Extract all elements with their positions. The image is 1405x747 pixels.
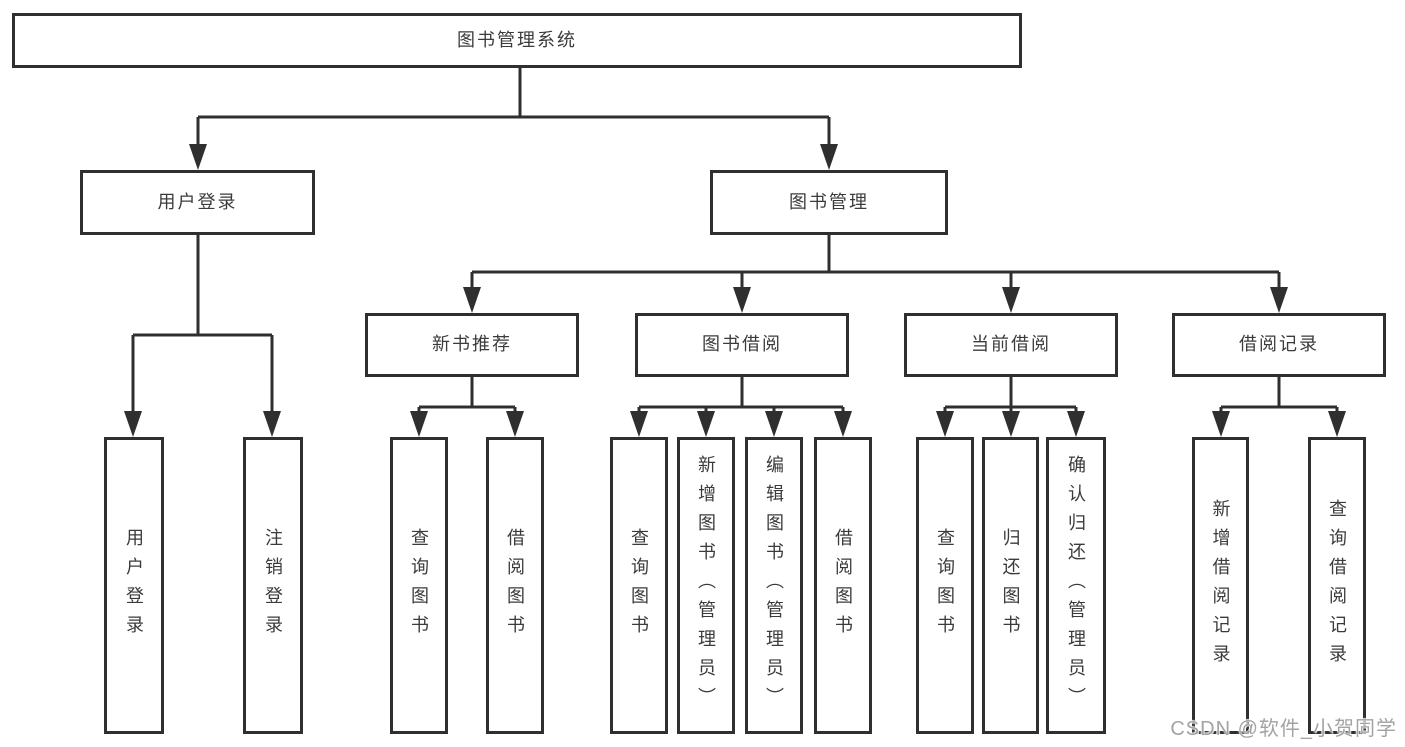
arrowhead-icon bbox=[630, 411, 648, 437]
arrowhead-icon bbox=[765, 411, 783, 437]
arrowhead-icon bbox=[1212, 411, 1230, 437]
arrowhead-icon bbox=[1067, 411, 1085, 437]
arrowhead-icon bbox=[1002, 411, 1020, 437]
arrowhead-icon bbox=[189, 144, 207, 170]
node-label: 查询图书 bbox=[629, 527, 649, 644]
node-label: 新增图书（管理员） bbox=[696, 455, 716, 716]
node-label: 借阅记录 bbox=[1239, 334, 1319, 355]
connector-borrow-records-to-leaves bbox=[1212, 377, 1346, 437]
node-label: 编辑图书（管理员） bbox=[764, 455, 784, 716]
arrowhead-icon bbox=[463, 287, 481, 313]
leaf-query-book-1: 查询图书 bbox=[390, 437, 448, 734]
node-new-book-recommend: 新书推荐 bbox=[365, 313, 579, 377]
node-label: 归还图书 bbox=[1000, 527, 1021, 644]
node-current-borrow: 当前借阅 bbox=[904, 313, 1118, 377]
node-label: 新增借阅记录 bbox=[1210, 498, 1231, 673]
leaf-borrow-book-2: 借阅图书 bbox=[814, 437, 872, 734]
node-label: 查询借阅记录 bbox=[1327, 498, 1347, 673]
arrowhead-icon bbox=[1270, 287, 1288, 313]
leaf-borrow-book-1: 借阅图书 bbox=[486, 437, 544, 734]
arrowhead-icon bbox=[1328, 411, 1346, 437]
node-label: 借阅图书 bbox=[833, 527, 853, 644]
node-label: 图书借阅 bbox=[702, 334, 782, 355]
node-label: 查询图书 bbox=[409, 527, 429, 644]
node-library-management-system: 图书管理系统 bbox=[12, 13, 1022, 68]
node-label: 查询图书 bbox=[935, 527, 955, 644]
leaf-edit-book-admin: 编辑图书（管理员） bbox=[745, 437, 803, 734]
node-label: 注销登录 bbox=[263, 527, 283, 644]
leaf-add-borrow-record: 新增借阅记录 bbox=[1192, 437, 1249, 734]
node-label: 用户登录 bbox=[157, 191, 238, 212]
arrowhead-icon bbox=[820, 144, 838, 170]
node-book-borrow: 图书借阅 bbox=[635, 313, 849, 377]
arrowhead-icon bbox=[506, 411, 524, 437]
leaf-confirm-return-admin: 确认归还（管理员） bbox=[1046, 437, 1106, 734]
node-book-management: 图书管理 bbox=[710, 170, 948, 235]
node-label: 借阅图书 bbox=[505, 527, 525, 644]
node-label: 新书推荐 bbox=[432, 334, 512, 355]
node-user-login: 用户登录 bbox=[80, 170, 315, 235]
connector-root-to-level2 bbox=[189, 68, 838, 170]
node-label: 图书管理 bbox=[789, 191, 869, 212]
connector-book-management-to-level3 bbox=[463, 235, 1288, 313]
leaf-return-book: 归还图书 bbox=[982, 437, 1039, 734]
leaf-query-book-3: 查询图书 bbox=[916, 437, 974, 734]
arrowhead-icon bbox=[733, 287, 751, 313]
connector-current-borrow-to-leaves bbox=[936, 377, 1085, 437]
connector-new-book-recommend-to-leaves bbox=[410, 377, 524, 437]
node-label: 用户登录 bbox=[124, 527, 144, 644]
arrowhead-icon bbox=[697, 411, 715, 437]
arrowhead-icon bbox=[1002, 287, 1020, 313]
arrowhead-icon bbox=[263, 411, 281, 437]
node-label: 图书管理系统 bbox=[457, 29, 577, 50]
node-borrow-records: 借阅记录 bbox=[1172, 313, 1386, 377]
node-label: 确认归还（管理员） bbox=[1066, 455, 1086, 716]
leaf-query-book-2: 查询图书 bbox=[610, 437, 668, 734]
arrowhead-icon bbox=[124, 411, 142, 437]
leaf-user-login: 用户登录 bbox=[104, 437, 164, 734]
node-label: 当前借阅 bbox=[971, 334, 1051, 355]
arrowhead-icon bbox=[834, 411, 852, 437]
arrowhead-icon bbox=[936, 411, 954, 437]
csdn-watermark: CSDN @软件_小贺同学 bbox=[1170, 718, 1397, 740]
arrowhead-icon bbox=[410, 411, 428, 437]
connector-user-login-to-leaves bbox=[124, 235, 281, 437]
leaf-add-book-admin: 新增图书（管理员） bbox=[677, 437, 735, 734]
connector-book-borrow-to-leaves bbox=[630, 377, 852, 437]
leaf-logout-login: 注销登录 bbox=[243, 437, 303, 734]
leaf-query-borrow-record: 查询借阅记录 bbox=[1308, 437, 1366, 734]
